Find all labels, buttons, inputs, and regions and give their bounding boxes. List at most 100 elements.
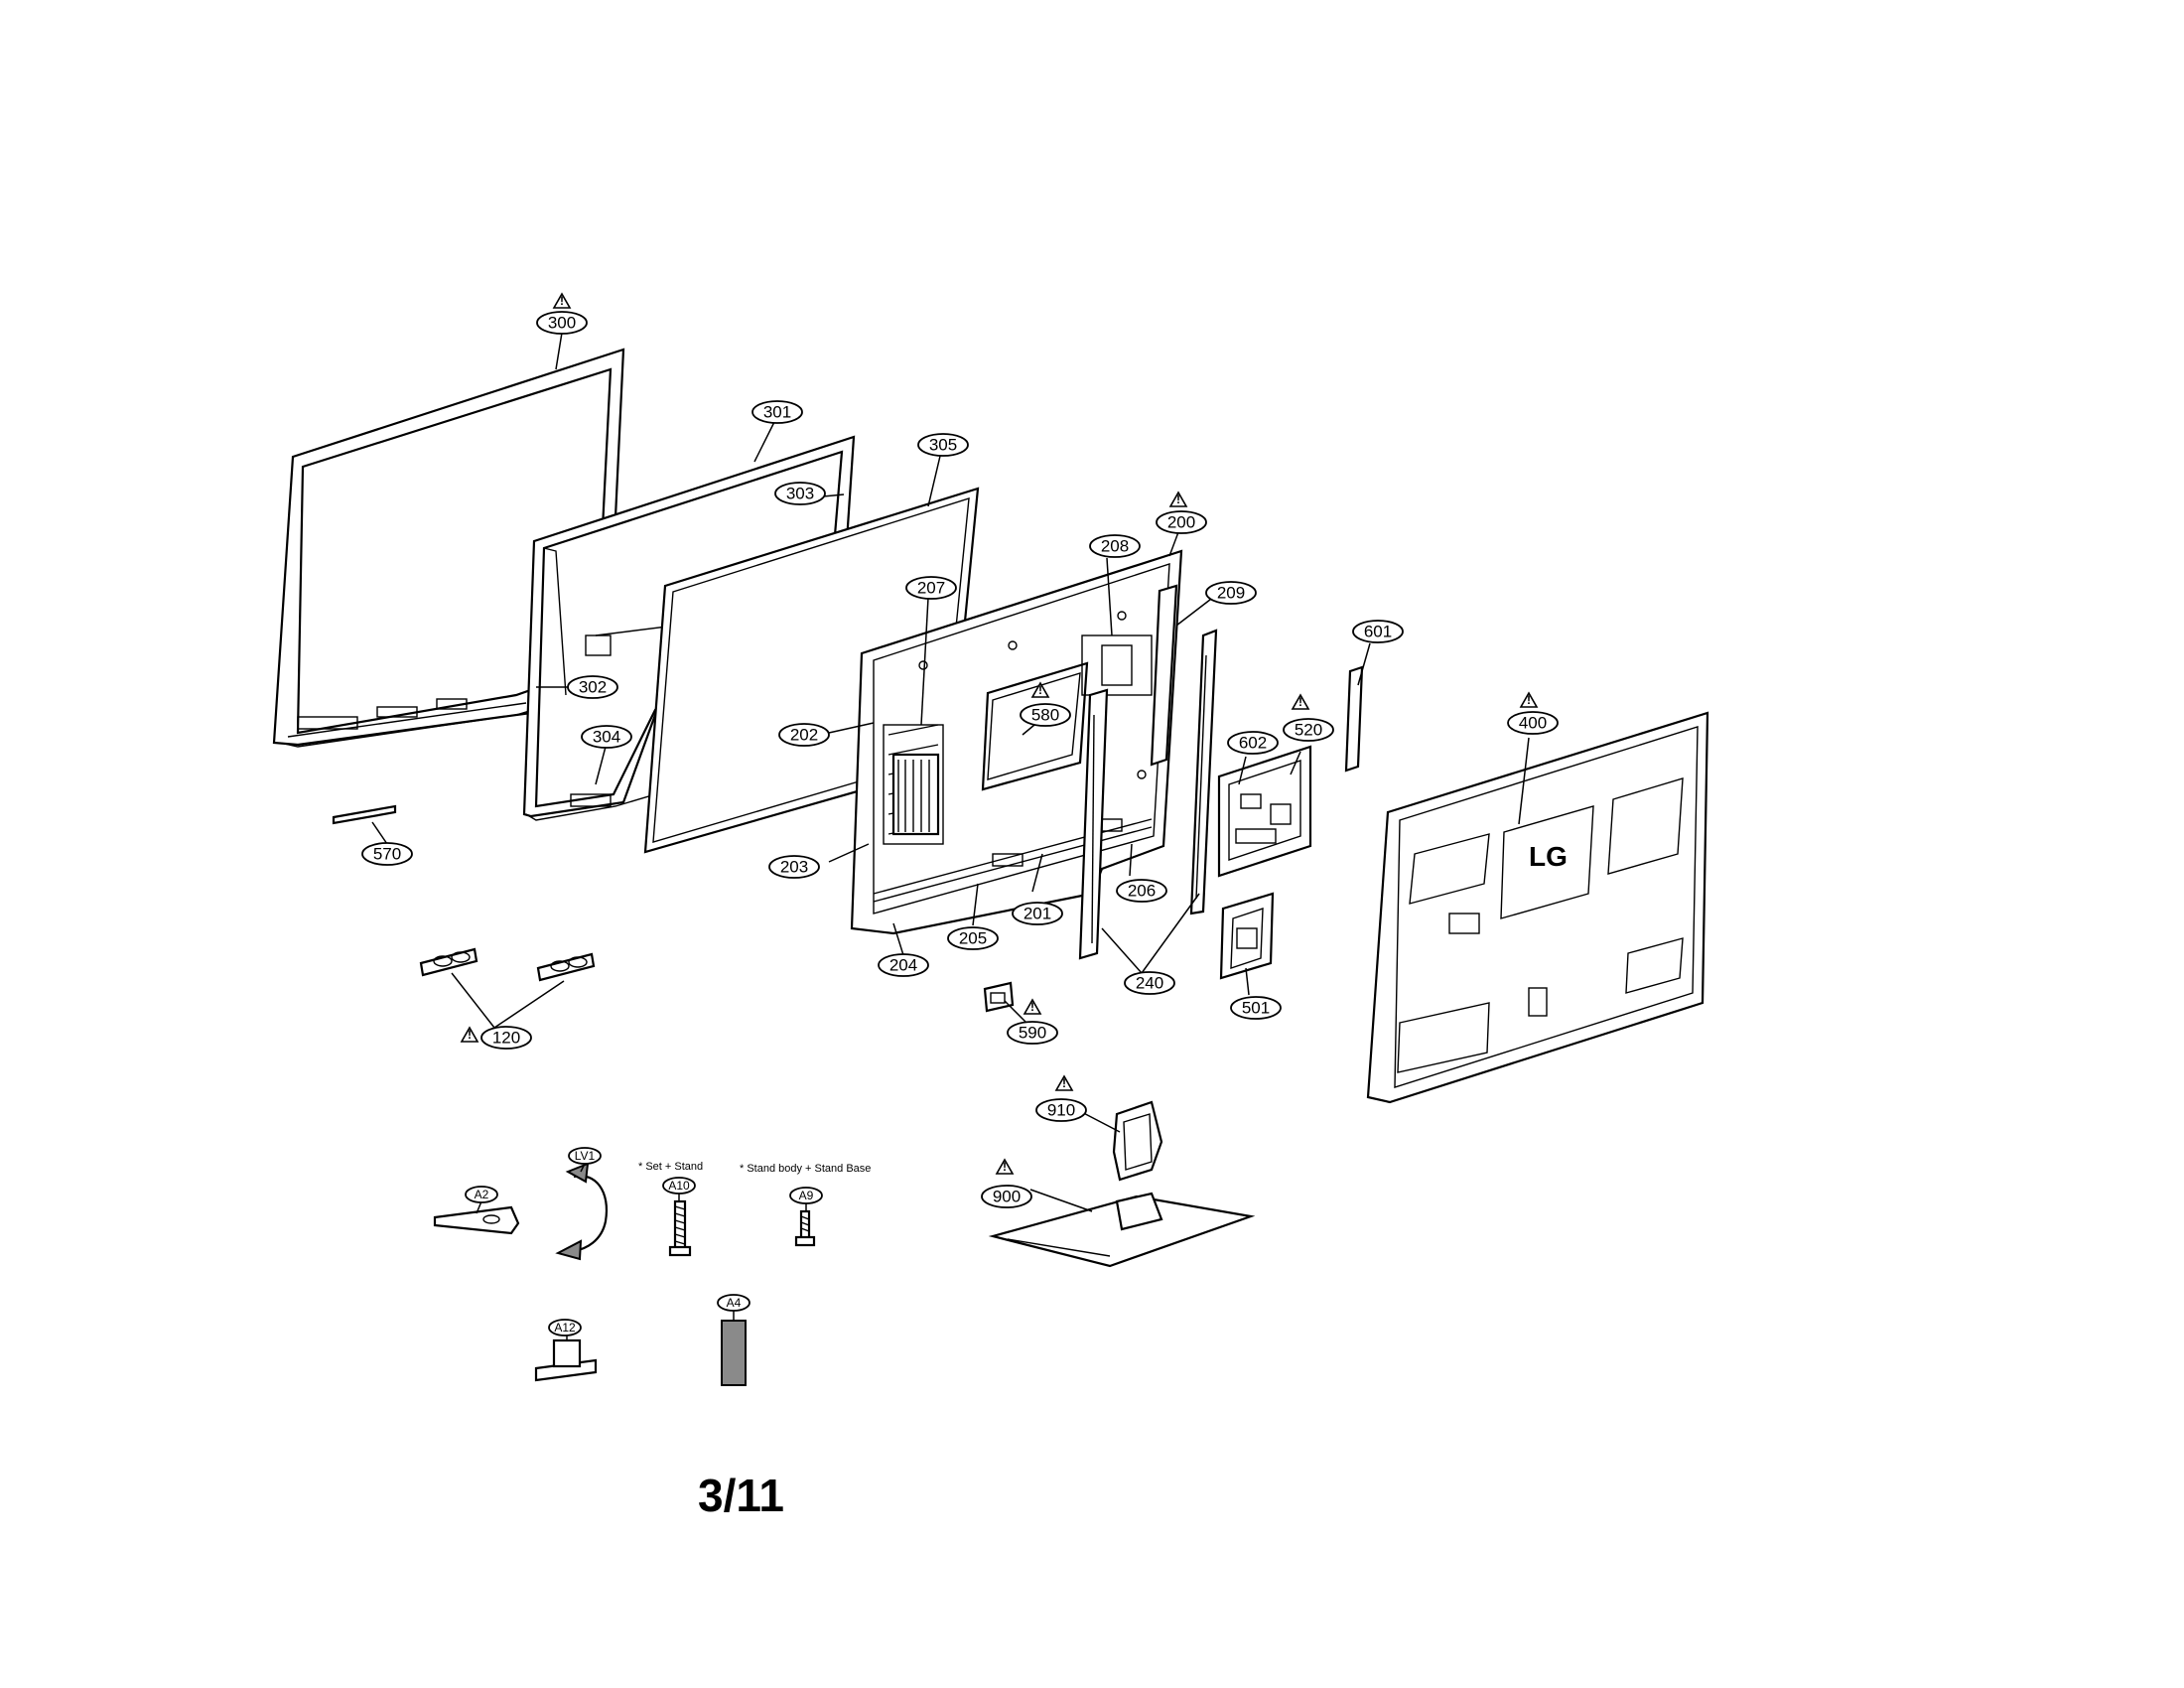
part-a2-remote — [433, 1205, 520, 1235]
part-910-stand-neck — [1112, 1100, 1163, 1182]
svg-text:301: 301 — [763, 403, 791, 422]
part-501-terminal-board — [1219, 892, 1275, 980]
callout-303: 303 — [774, 482, 826, 505]
svg-text:208: 208 — [1101, 537, 1129, 556]
svg-text:304: 304 — [593, 728, 620, 747]
part-lv1-cable — [555, 1162, 609, 1261]
svg-text:590: 590 — [1019, 1024, 1046, 1043]
svg-text:LV1: LV1 — [575, 1149, 596, 1163]
svg-text:!: ! — [1176, 492, 1180, 506]
callout-209: 209 — [1205, 581, 1257, 605]
svg-text:303: 303 — [786, 485, 814, 503]
callout-520: 520 — [1283, 718, 1334, 742]
warning-icon-910: ! — [1054, 1074, 1074, 1091]
part-400-back-cover: LG — [1366, 711, 1709, 1104]
svg-text:!: ! — [1038, 683, 1042, 697]
part-570-bar — [332, 804, 397, 825]
callout-a12: A12 — [548, 1319, 582, 1336]
svg-text:!: ! — [560, 294, 564, 308]
callout-201: 201 — [1012, 902, 1063, 925]
callout-203: 203 — [768, 855, 820, 879]
svg-text:120: 120 — [492, 1029, 520, 1048]
svg-text:240: 240 — [1136, 974, 1163, 993]
callout-590: 590 — [1007, 1021, 1058, 1045]
svg-text:302: 302 — [579, 678, 607, 697]
svg-text:!: ! — [468, 1028, 472, 1042]
callout-305: 305 — [917, 433, 969, 457]
warning-icon-120: ! — [460, 1026, 479, 1043]
callout-206: 206 — [1116, 879, 1167, 903]
callout-a4: A4 — [717, 1294, 751, 1312]
svg-text:900: 900 — [993, 1188, 1021, 1206]
warning-icon-900: ! — [995, 1158, 1015, 1175]
callout-a10: A10 — [662, 1177, 696, 1195]
warning-icon-200: ! — [1168, 491, 1188, 507]
svg-text:!: ! — [1030, 1000, 1034, 1014]
svg-text:501: 501 — [1242, 999, 1270, 1018]
svg-text:602: 602 — [1239, 734, 1267, 753]
callout-200: 200 — [1156, 510, 1207, 534]
callout-208: 208 — [1089, 534, 1141, 558]
svg-text:206: 206 — [1128, 882, 1156, 901]
callout-120: 120 — [480, 1026, 532, 1050]
svg-text:209: 209 — [1217, 584, 1245, 603]
callout-900: 900 — [981, 1185, 1032, 1208]
callout-301: 301 — [751, 400, 803, 424]
warning-icon-400: ! — [1519, 691, 1539, 708]
callout-400: 400 — [1507, 711, 1559, 735]
part-590-connector — [983, 981, 1015, 1013]
callout-501: 501 — [1230, 996, 1282, 1020]
svg-text:203: 203 — [780, 858, 808, 877]
callout-302: 302 — [567, 675, 618, 699]
svg-text:205: 205 — [959, 929, 987, 948]
svg-text:A12: A12 — [554, 1321, 576, 1335]
callout-a2: A2 — [465, 1186, 498, 1203]
callout-240: 240 — [1124, 971, 1175, 995]
callout-580: 580 — [1020, 703, 1071, 727]
part-520-main-board — [1217, 745, 1312, 878]
part-a9-screw — [794, 1209, 816, 1247]
svg-text:!: ! — [1003, 1160, 1007, 1174]
svg-text:202: 202 — [790, 726, 818, 745]
part-900-stand-base — [988, 1192, 1256, 1268]
part-120-speakers — [419, 947, 596, 982]
part-601-strip — [1344, 665, 1364, 773]
part-a10-screw — [668, 1199, 692, 1257]
svg-text:400: 400 — [1519, 714, 1547, 733]
warning-icon-590: ! — [1023, 998, 1042, 1015]
warning-icon-580: ! — [1030, 681, 1050, 698]
lg-logo: LG — [1529, 841, 1568, 872]
svg-text:204: 204 — [889, 956, 917, 975]
svg-text:A2: A2 — [475, 1188, 489, 1201]
warning-icon-300: ! — [552, 292, 572, 309]
callout-910: 910 — [1035, 1098, 1087, 1122]
svg-text:201: 201 — [1024, 905, 1051, 923]
svg-text:A9: A9 — [799, 1189, 814, 1202]
callout-207: 207 — [905, 576, 957, 600]
callout-205: 205 — [947, 926, 999, 950]
callout-204: 204 — [878, 953, 929, 977]
callout-602: 602 — [1227, 731, 1279, 755]
callout-lv1: LV1 — [568, 1147, 602, 1165]
svg-text:520: 520 — [1295, 721, 1322, 740]
svg-text:305: 305 — [929, 436, 957, 455]
callout-202: 202 — [778, 723, 830, 747]
part-a4-pad — [721, 1320, 747, 1386]
svg-text:!: ! — [1527, 693, 1531, 707]
warning-icon-520: ! — [1291, 693, 1310, 710]
part-240-side-bars — [1078, 584, 1218, 960]
svg-text:910: 910 — [1047, 1101, 1075, 1120]
callout-300: 300 — [536, 311, 588, 335]
svg-text:A10: A10 — [668, 1179, 690, 1193]
note-set-stand: * Set + Stand — [638, 1161, 703, 1173]
svg-text:207: 207 — [917, 579, 945, 598]
svg-text:A4: A4 — [727, 1296, 742, 1310]
svg-text:570: 570 — [373, 845, 401, 864]
callout-601: 601 — [1352, 620, 1404, 643]
callout-a9: A9 — [789, 1187, 823, 1204]
callout-570: 570 — [361, 842, 413, 866]
part-a12-bracket — [534, 1338, 598, 1382]
svg-text:!: ! — [1298, 695, 1302, 709]
page-number: 3/11 — [698, 1470, 784, 1521]
svg-text:200: 200 — [1167, 513, 1195, 532]
